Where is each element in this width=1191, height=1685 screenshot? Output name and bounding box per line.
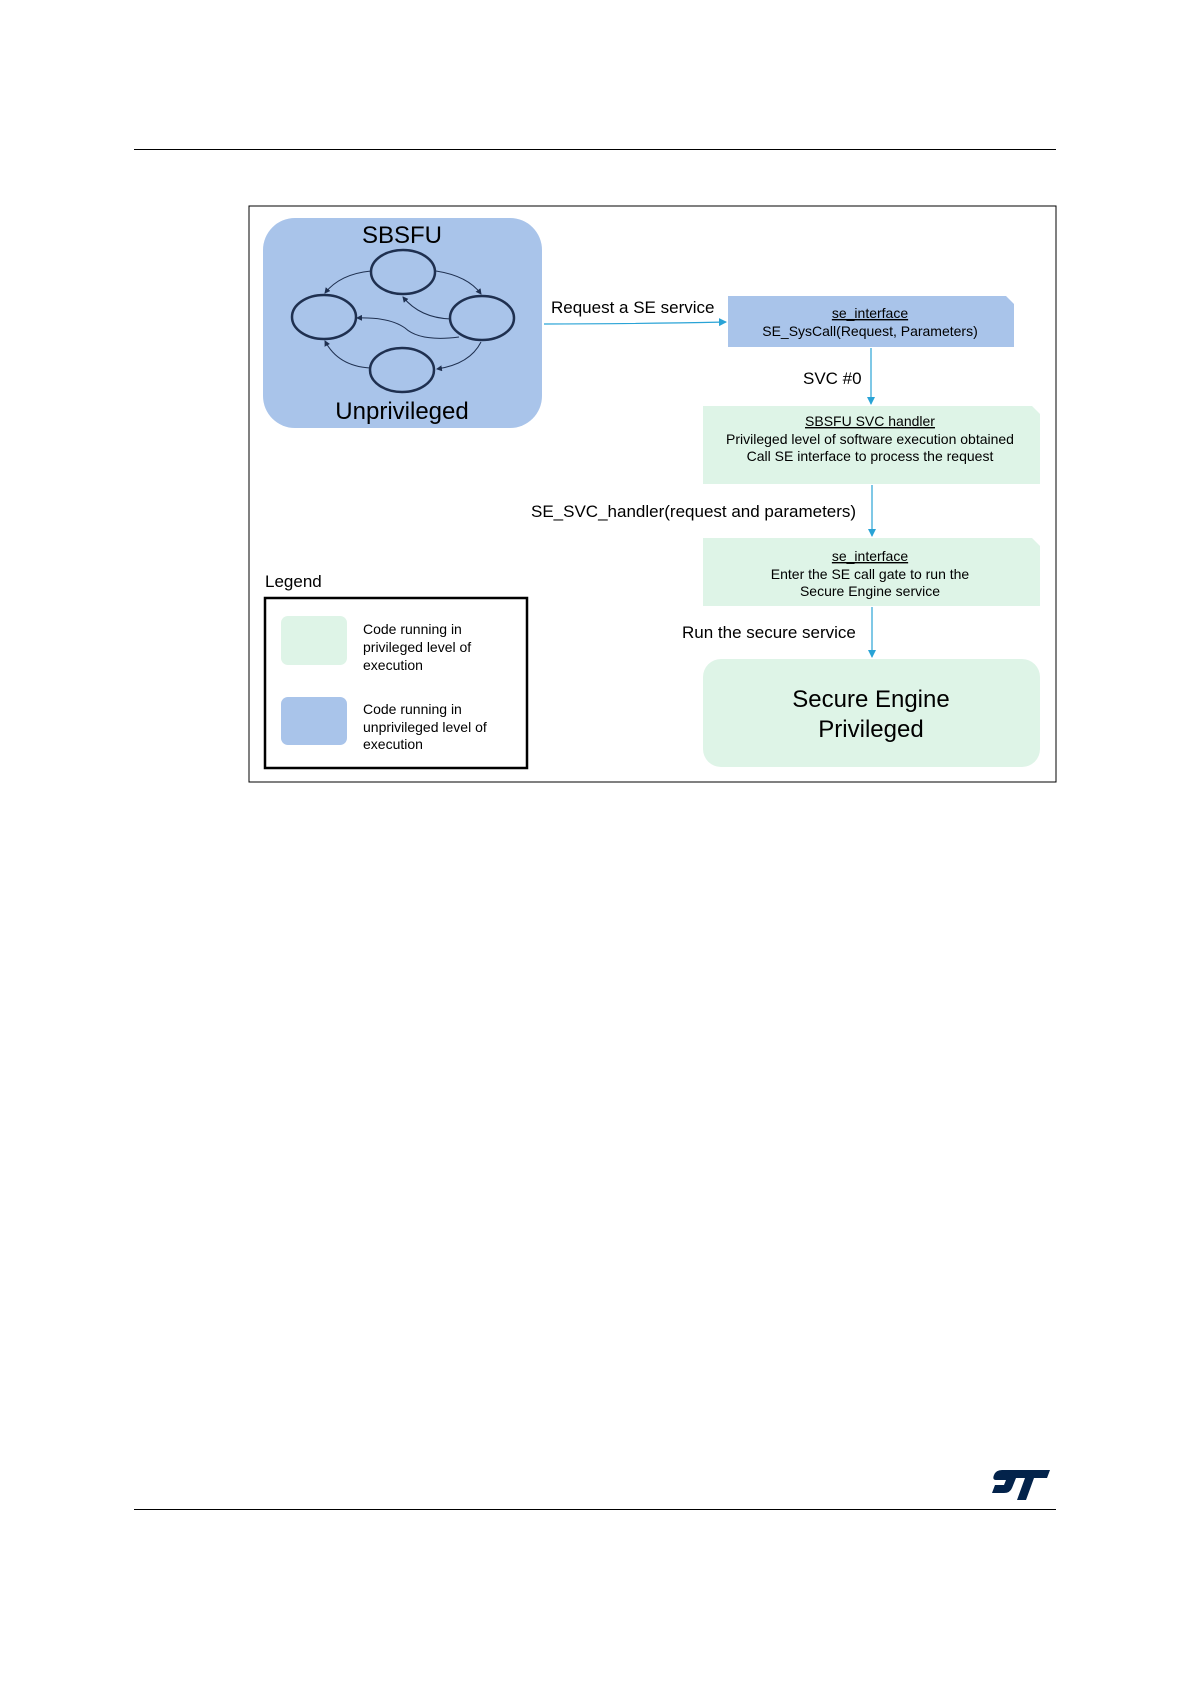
secure-engine-box: Secure Engine Privileged [703, 659, 1040, 767]
svc-handler-box-background [703, 406, 1040, 484]
secure-engine-box-background [703, 659, 1040, 767]
legend-title: Legend [265, 572, 322, 591]
state-machine-graphic [290, 248, 516, 394]
transition-right-to-top [402, 296, 452, 320]
footer-rule [134, 1509, 1056, 1510]
transition-top-to-left [324, 270, 372, 294]
sbsfu-box: SBSFU Unprivileged [263, 218, 542, 428]
st-logo [992, 1470, 1050, 1500]
legend-privileged-line1: Code running in [363, 621, 462, 637]
secure-engine-line1: Secure Engine [792, 686, 949, 713]
svc-handler-box: SBSFU SVC handler Privileged level of so… [703, 406, 1040, 484]
state-ellipse-right [448, 294, 516, 342]
svc-handler-line1: Privileged level of software execution o… [726, 431, 1014, 447]
figure-frame [248, 205, 1057, 783]
legend-privileged-line3: execution [363, 657, 423, 673]
arrow-request [543, 318, 727, 327]
transition-right-to-left [356, 314, 460, 339]
label-svc: SVC #0 [803, 369, 862, 388]
legend-swatch-privileged [281, 616, 347, 665]
legend-unprivileged-line3: execution [363, 736, 423, 752]
sbsfu-box-background [263, 218, 542, 428]
se-interface-call: SE_SysCall(Request, Parameters) [762, 323, 978, 339]
transition-bottom-to-left [324, 340, 371, 369]
legend-unprivileged-line1: Code running in [363, 701, 462, 717]
se-interface-title: se_interface [832, 305, 908, 321]
legend-privileged-line2: privileged level of [363, 639, 471, 655]
state-ellipse-top [369, 248, 437, 296]
secure-engine-line2: Privileged [818, 716, 923, 743]
se-gate-box: se_interface Enter the SE call gate to r… [703, 538, 1040, 606]
transition-top-to-right [435, 270, 482, 295]
se-gate-title: se_interface [832, 548, 908, 564]
se-gate-box-background [703, 538, 1040, 606]
svc-handler-line2: Call SE interface to process the request [747, 448, 994, 464]
label-handler-call: SE_SVC_handler(request and parameters) [531, 502, 856, 521]
legend: Legend Code running in privileged level … [263, 572, 529, 770]
se-interface-box-background [728, 296, 1014, 347]
sbsfu-title: SBSFU [362, 222, 442, 249]
state-ellipse-left [290, 293, 358, 341]
legend-frame [263, 596, 529, 770]
state-ellipse-bottom [368, 346, 436, 394]
label-run: Run the secure service [682, 623, 856, 642]
se-gate-line1: Enter the SE call gate to run the [771, 566, 970, 582]
svc-handler-title: SBSFU SVC handler [805, 413, 935, 429]
sbsfu-caption: Unprivileged [335, 398, 468, 425]
legend-unprivileged-line2: unprivileged level of [363, 719, 487, 735]
se-interface-box: se_interface SE_SysCall(Request, Paramet… [728, 296, 1014, 347]
header-rule [134, 149, 1056, 150]
legend-swatch-unprivileged [281, 697, 347, 745]
se-gate-line2: Secure Engine service [800, 583, 940, 599]
transition-right-to-bottom [436, 341, 482, 372]
label-request: Request a SE service [551, 298, 714, 317]
